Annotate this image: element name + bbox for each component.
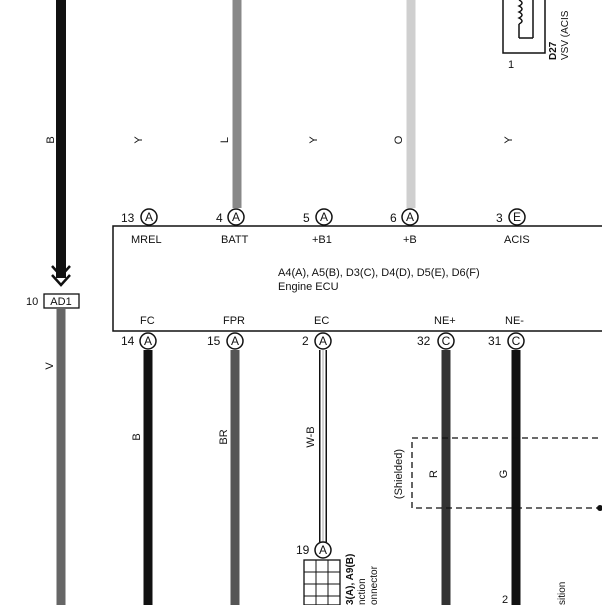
svg-text:14: 14 <box>121 334 135 348</box>
svg-text:6: 6 <box>390 211 397 225</box>
bottom-pin-fc-label: FC <box>140 315 155 327</box>
svg-text:2: 2 <box>302 334 309 348</box>
vsv-box <box>502 0 546 54</box>
top-pin-acis-label: ACIS <box>504 234 530 246</box>
wire-fc-label: B <box>131 433 143 440</box>
svg-text:A: A <box>144 334 152 348</box>
ecu-subtitle: Engine ECU <box>278 281 339 293</box>
bottom-pin-ec-label: EC <box>314 315 329 327</box>
svg-text:5: 5 <box>303 211 310 225</box>
bottom-pin-ne-plus-label: NE+ <box>434 315 456 327</box>
bottom-pin-ne-plus: 32 C <box>417 332 455 350</box>
wire-fpr-label: BR <box>218 429 230 444</box>
svg-text:A: A <box>406 210 414 224</box>
ecu-name: A4(A), A5(B), D3(C), D4(D), D5(E), D6(F) <box>278 267 480 279</box>
wire-b-top-label: B <box>45 136 57 143</box>
svg-text:32: 32 <box>417 334 431 348</box>
vsv-pin: 1 <box>508 59 514 71</box>
junction-connector-circle <box>314 541 332 559</box>
svg-text:A: A <box>145 210 153 224</box>
svg-text:15: 15 <box>207 334 221 348</box>
wire-l-label: L <box>219 137 231 143</box>
bottom-pin-ec: 2 A <box>302 332 332 350</box>
junction-connector-grid <box>303 559 341 605</box>
top-pin-batt: 4 A BATT <box>216 208 249 246</box>
junction-connector-line2: onnector <box>369 565 380 605</box>
junction-connector-code: 3(A), A9(B) <box>345 554 356 605</box>
top-pin-b1: 5 A +B1 <box>303 208 333 246</box>
top-pin-acis: 3 E ACIS <box>496 208 530 246</box>
top-pin-mrel-label: MREL <box>131 234 162 246</box>
wire-y1-label: Y <box>133 136 145 144</box>
wire-y2-label: Y <box>308 136 320 144</box>
junction-pin: 10 <box>26 296 38 308</box>
bottom-partial-text: sition <box>557 582 568 605</box>
bottom-pin-ne-minus-label: NE- <box>505 315 524 327</box>
junction-connector-line1: nction <box>357 578 368 605</box>
junction-connector-letter: A <box>319 543 327 557</box>
wire-ec-label: W-B <box>305 426 317 447</box>
vsv-name: VSV (ACIS <box>560 10 571 60</box>
wire-y3-label: Y <box>503 136 515 144</box>
svg-text:A: A <box>320 210 328 224</box>
bottom-pin-fc: 14 A <box>121 332 157 350</box>
svg-text:E: E <box>513 210 521 224</box>
junction-connector-pin: 19 <box>296 543 310 557</box>
svg-text:A: A <box>232 210 240 224</box>
svg-text:3: 3 <box>496 211 503 225</box>
shielded-label: (Shielded) <box>393 449 405 499</box>
shield-box <box>411 437 602 509</box>
svg-text:4: 4 <box>216 211 223 225</box>
bottom-partial-pin: 2 <box>502 594 508 605</box>
top-pin-b: 6 A +B <box>390 208 419 246</box>
junction-name: AD1 <box>50 296 71 308</box>
svg-text:C: C <box>442 334 451 348</box>
bottom-pin-fpr: 15 A <box>207 332 244 350</box>
svg-text:C: C <box>512 334 521 348</box>
wire-ne-plus-label: R <box>428 470 440 478</box>
bottom-pin-fpr-label: FPR <box>223 315 245 327</box>
top-pin-mrel: 13 A MREL <box>121 208 162 246</box>
top-pin-batt-label: BATT <box>221 234 249 246</box>
vsv-coil-icon <box>517 0 523 25</box>
top-pin-b1-label: +B1 <box>312 234 332 246</box>
ecu-box <box>112 225 602 332</box>
svg-text:A: A <box>231 334 239 348</box>
bottom-pin-ne-minus: 31 C <box>488 332 525 350</box>
svg-text:A: A <box>319 334 327 348</box>
junction-chevron-icon <box>51 265 71 287</box>
wire-ne-minus-label: G <box>498 470 510 479</box>
shield-ground-dot <box>597 505 602 511</box>
svg-text:13: 13 <box>121 211 135 225</box>
top-pin-b-label: +B <box>403 234 417 246</box>
wire-v-label: V <box>44 362 56 370</box>
svg-text:31: 31 <box>488 334 502 348</box>
wire-o-label: O <box>393 135 405 144</box>
vsv-code: D27 <box>548 41 559 60</box>
